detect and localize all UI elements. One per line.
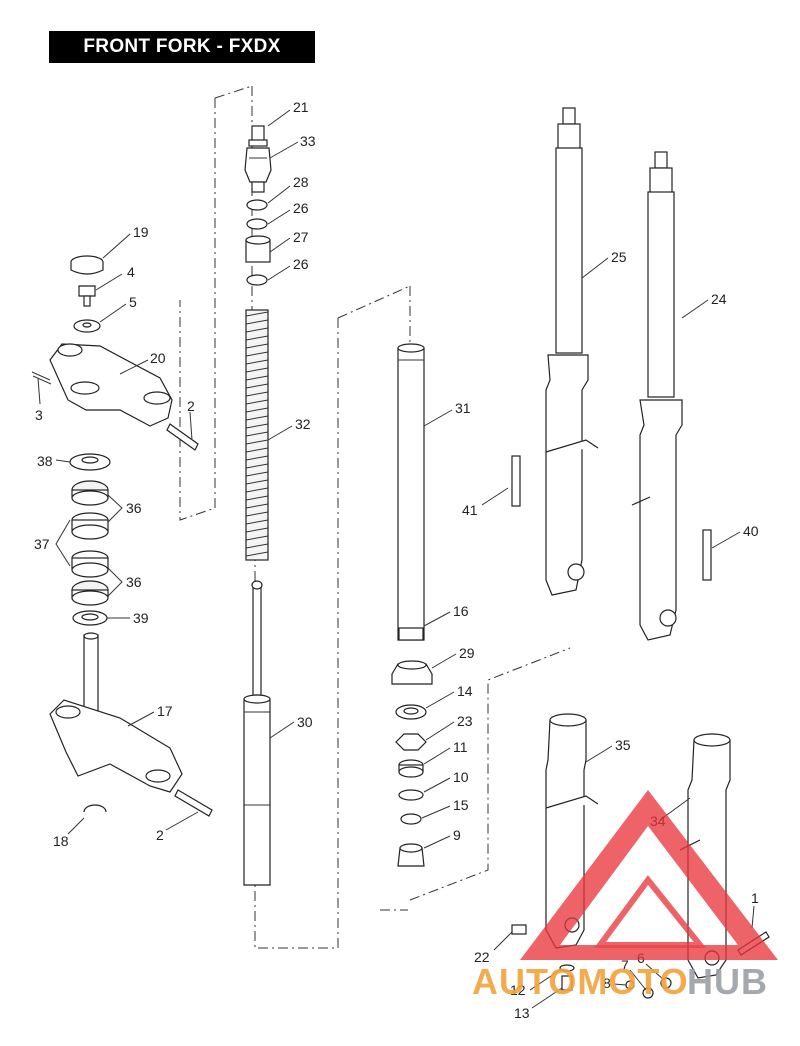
part-28-o-ring [246, 199, 268, 211]
callout-41: 41 [462, 502, 478, 518]
part-24-fork-assembly-left [631, 151, 683, 641]
callout-36: 36 [126, 500, 142, 516]
callout-1: 1 [751, 890, 759, 906]
callout-35: 35 [615, 737, 631, 753]
callout-26: 26 [293, 256, 309, 272]
part-29-dust-boot [391, 660, 433, 685]
part-19-cap [70, 255, 104, 275]
callout-29: 29 [459, 645, 475, 661]
part-41-reflector [511, 455, 521, 507]
callout-7: 7 [621, 957, 629, 973]
part-26-washer-lower [246, 274, 268, 286]
callout-30: 30 [297, 714, 313, 730]
part-6-washer [660, 977, 672, 989]
callout-17: 17 [157, 703, 173, 719]
part-10-washer [398, 789, 424, 801]
group-boundary-cartridge [254, 285, 411, 949]
watermark-text-hub: HUB [687, 961, 768, 1002]
callout-23: 23 [457, 713, 473, 729]
callout-22: 22 [474, 949, 490, 965]
callout-16: 16 [453, 603, 469, 619]
part-31-fork-tube [397, 343, 425, 641]
diagram-title: FRONT FORK - FXDX [49, 31, 315, 63]
callout-10: 10 [453, 769, 469, 785]
callout-2: 2 [187, 398, 195, 414]
callout-24: 24 [711, 291, 727, 307]
callout-12: 12 [510, 982, 526, 998]
callout-33: 33 [300, 133, 316, 149]
callout-labels: 21 33 28 26 27 26 32 30 19 4 5 20 3 2 38… [34, 99, 759, 1021]
callout-32: 32 [295, 416, 311, 432]
callout-8: 8 [603, 975, 611, 991]
part-37-race-lower [71, 550, 109, 578]
part-3-screw [31, 371, 52, 385]
part-22-drain-screw [511, 924, 527, 935]
part-2-pinch-bolt-upper [166, 423, 199, 451]
part-13-bolt [561, 975, 573, 991]
part-2-pinch-bolt-lower [174, 789, 213, 817]
part-30-damper-tube [243, 580, 271, 886]
callout-18: 18 [53, 833, 69, 849]
callout-4: 4 [127, 264, 135, 280]
part-37-race-upper [71, 512, 109, 540]
part-18-retaining-ring [83, 804, 107, 813]
callout-25: 25 [611, 249, 627, 265]
callout-28: 28 [293, 174, 309, 190]
part-17-lower-clamp [49, 632, 183, 793]
callout-27: 27 [293, 229, 309, 245]
callout-21: 21 [293, 99, 309, 115]
callout-19: 19 [133, 224, 149, 240]
part-40-reflector [702, 529, 712, 581]
part-26-washer-upper [246, 218, 268, 230]
part-27-spacer [245, 235, 271, 263]
leader-lines [37, 109, 755, 1009]
callout-13: 13 [514, 1005, 530, 1021]
callout-11: 11 [453, 739, 468, 755]
part-14-oil-seal [395, 704, 427, 720]
part-21-adjuster-cap [248, 125, 268, 147]
watermark-triangle-icon [520, 790, 778, 960]
part-32-fork-spring [245, 309, 269, 561]
callout-5: 5 [129, 294, 137, 310]
part-7-nut [642, 987, 654, 999]
part-36-bearing-upper [71, 480, 109, 506]
callout-9: 9 [453, 827, 461, 843]
watermark-logo: AUTOMOTO HUB [472, 790, 778, 1002]
part-11-seal-spacer [398, 759, 424, 778]
part-23-clip [395, 733, 427, 751]
part-9-lock [397, 843, 425, 867]
part-4-bolt [78, 285, 96, 307]
part-15-bushing [400, 813, 422, 825]
part-25-fork-assembly-right [545, 107, 599, 596]
part-38-dust-shield [69, 453, 111, 471]
callout-2: 2 [156, 827, 164, 843]
part-5-washer [73, 319, 101, 333]
callout-26: 26 [293, 200, 309, 216]
callout-31: 31 [455, 400, 471, 416]
callout-36: 36 [126, 574, 142, 590]
callout-37: 37 [34, 536, 50, 552]
part-20-upper-clamp [49, 343, 173, 427]
part-33-cap-assembly [244, 147, 272, 193]
callout-3: 3 [35, 407, 43, 423]
part-36-bearing-lower [71, 580, 109, 606]
part-12-washer [559, 964, 575, 972]
callout-39: 39 [133, 610, 149, 626]
callout-14: 14 [457, 683, 473, 699]
group-boundary-damper [179, 85, 253, 521]
part-39-seal [72, 610, 108, 626]
part-16-bushing [398, 627, 424, 641]
callout-40: 40 [743, 523, 759, 539]
callout-15: 15 [453, 797, 469, 813]
callout-20: 20 [150, 350, 166, 366]
watermark-text-automoto: AUTOMOTO [472, 961, 689, 1002]
callout-38: 38 [37, 453, 53, 469]
